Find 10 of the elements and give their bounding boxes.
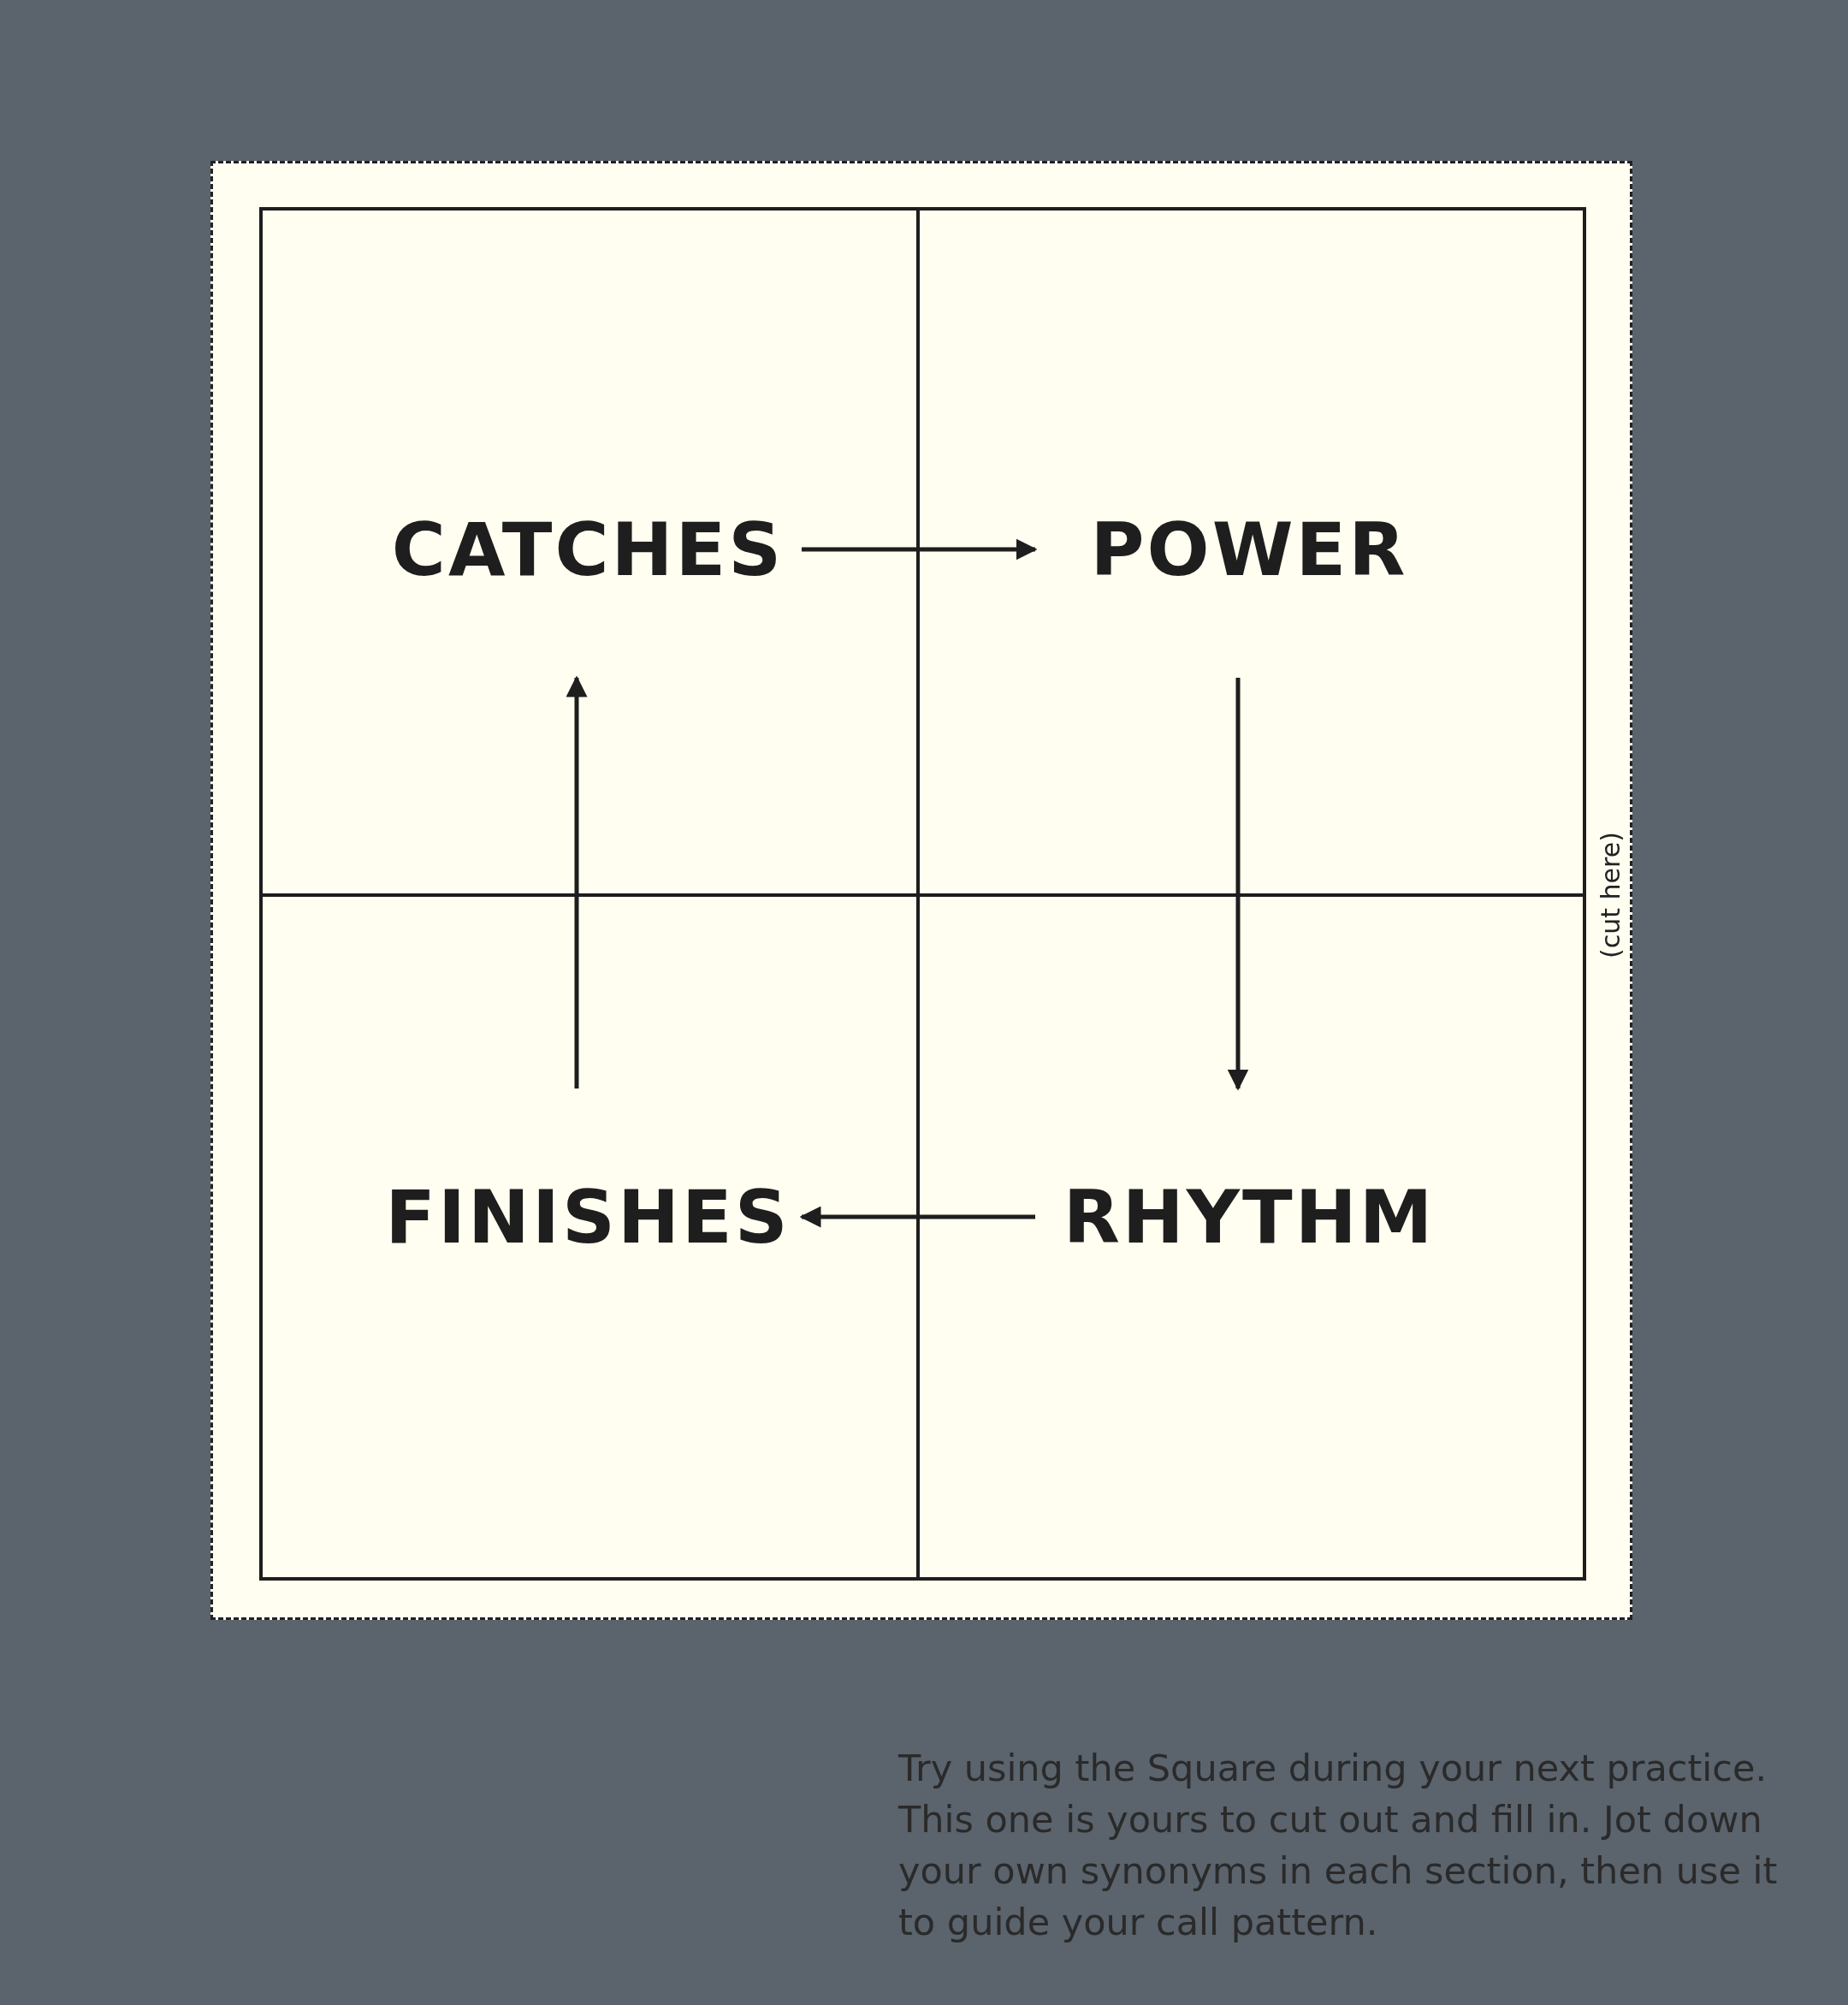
caption: Try using the Square during your next practice. This one is yours to cut out and fill in. Jot down your own synonyms in each section, then use it to guide your call pattern. <box>898 1746 1779 1945</box>
arrow <box>566 675 588 1089</box>
node-label: RHYTHM <box>1063 1174 1436 1260</box>
node-label: FINISHES <box>385 1174 791 1260</box>
arrow <box>802 538 1038 561</box>
node-label: POWER <box>1090 507 1408 592</box>
node-label: CATCHES <box>391 507 785 592</box>
cut-here-note: (cut here) <box>1595 832 1626 958</box>
arrow <box>799 1206 1035 1228</box>
arrow <box>1227 678 1249 1091</box>
